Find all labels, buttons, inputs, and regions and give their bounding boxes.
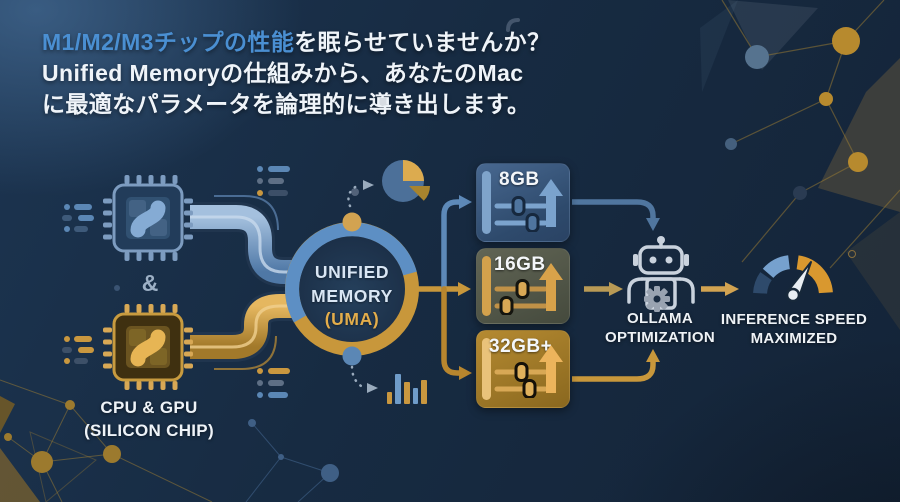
circuit-dashes-bottom-mid: [257, 368, 290, 398]
dashed-connector-bottom: [350, 365, 378, 393]
uma-line1: UNIFIED: [314, 262, 390, 282]
gauge-icon: [753, 255, 833, 303]
card-accent-bar: [482, 256, 491, 316]
card-accent-bar: [482, 338, 491, 400]
tier-label: 8GB: [499, 169, 540, 190]
robot-icon: [627, 236, 695, 312]
cpu-chip-icon: [103, 175, 193, 261]
up-arrow-icon: [539, 179, 563, 227]
bar-chart-icon: [387, 374, 427, 404]
chip-caption-line1: CPU & GPU: [100, 398, 198, 417]
uma-line3: (UMA): [324, 309, 380, 329]
up-arrow-icon: [539, 263, 563, 311]
pie-chart-icon: [382, 160, 430, 202]
tier-label: 16GB: [494, 254, 546, 275]
result-line1: INFERENCE SPEED: [720, 311, 868, 328]
tier-to-robot-arrows: [572, 199, 660, 382]
up-arrow-icon: [539, 345, 563, 393]
ampersand-label: &: [141, 270, 159, 296]
headline-highlight: M1/M2/M3チップの性能: [42, 29, 295, 55]
sliders-icon: [494, 196, 548, 232]
robot-to-gauge-arrow: [701, 282, 739, 296]
uma-branch-arrows: [415, 195, 472, 380]
inference-speed-label: INFERENCE SPEED MAXIMIZED: [710, 311, 878, 348]
ollama-optimization-label: OLLAMA OPTIMIZATION: [590, 310, 730, 347]
headline-line3: に最適なパラメータを論理的に導き出します。: [42, 91, 531, 117]
chip-caption: CPU & GPU (SILICON CHIP): [56, 397, 242, 442]
gear-icon: [644, 286, 670, 312]
chip-caption-line2: (SILICON CHIP): [84, 420, 214, 440]
memory-tier-card-8gb: 8GB: [476, 163, 570, 242]
headline-line2: Unified Memoryの仕組みから、あなたのMac: [42, 60, 524, 86]
sliders-icon: [494, 362, 548, 398]
gpu-to-uma-pipe: [190, 291, 298, 370]
gpu-chip-icon: [103, 304, 193, 390]
headline-line1: M1/M2/M3チップの性能を眠らせていませんか？: [42, 27, 582, 58]
tier-label: 32GB+: [489, 336, 553, 357]
ollama-line1: OLLAMA: [627, 310, 693, 327]
card-accent-bar: [482, 171, 491, 234]
sliders-icon: [494, 279, 548, 315]
cpu-to-uma-pipe: [190, 195, 302, 287]
circuit-dashes-top-mid: [257, 166, 290, 196]
circuit-dashes-top-left: [62, 204, 94, 232]
unified-memory-label: UNIFIED MEMORY (UMA): [290, 261, 414, 332]
unified-memory-ring: [285, 212, 419, 366]
memory-tier-card-16gb: 16GB: [476, 248, 570, 324]
ollama-line2: OPTIMIZATION: [605, 328, 715, 346]
circuit-dashes-bottom-left: [62, 336, 94, 364]
headline-line1-rest: を眠らせていませんか？: [294, 29, 551, 55]
uma-line2: MEMORY: [311, 285, 393, 306]
result-line2: MAXIMIZED: [750, 329, 838, 347]
headline: M1/M2/M3チップの性能を眠らせていませんか？ Unified Memory…: [42, 27, 582, 120]
memory-tier-card-32gb: 32GB+: [476, 330, 570, 408]
dashed-connector-top: [347, 180, 374, 208]
